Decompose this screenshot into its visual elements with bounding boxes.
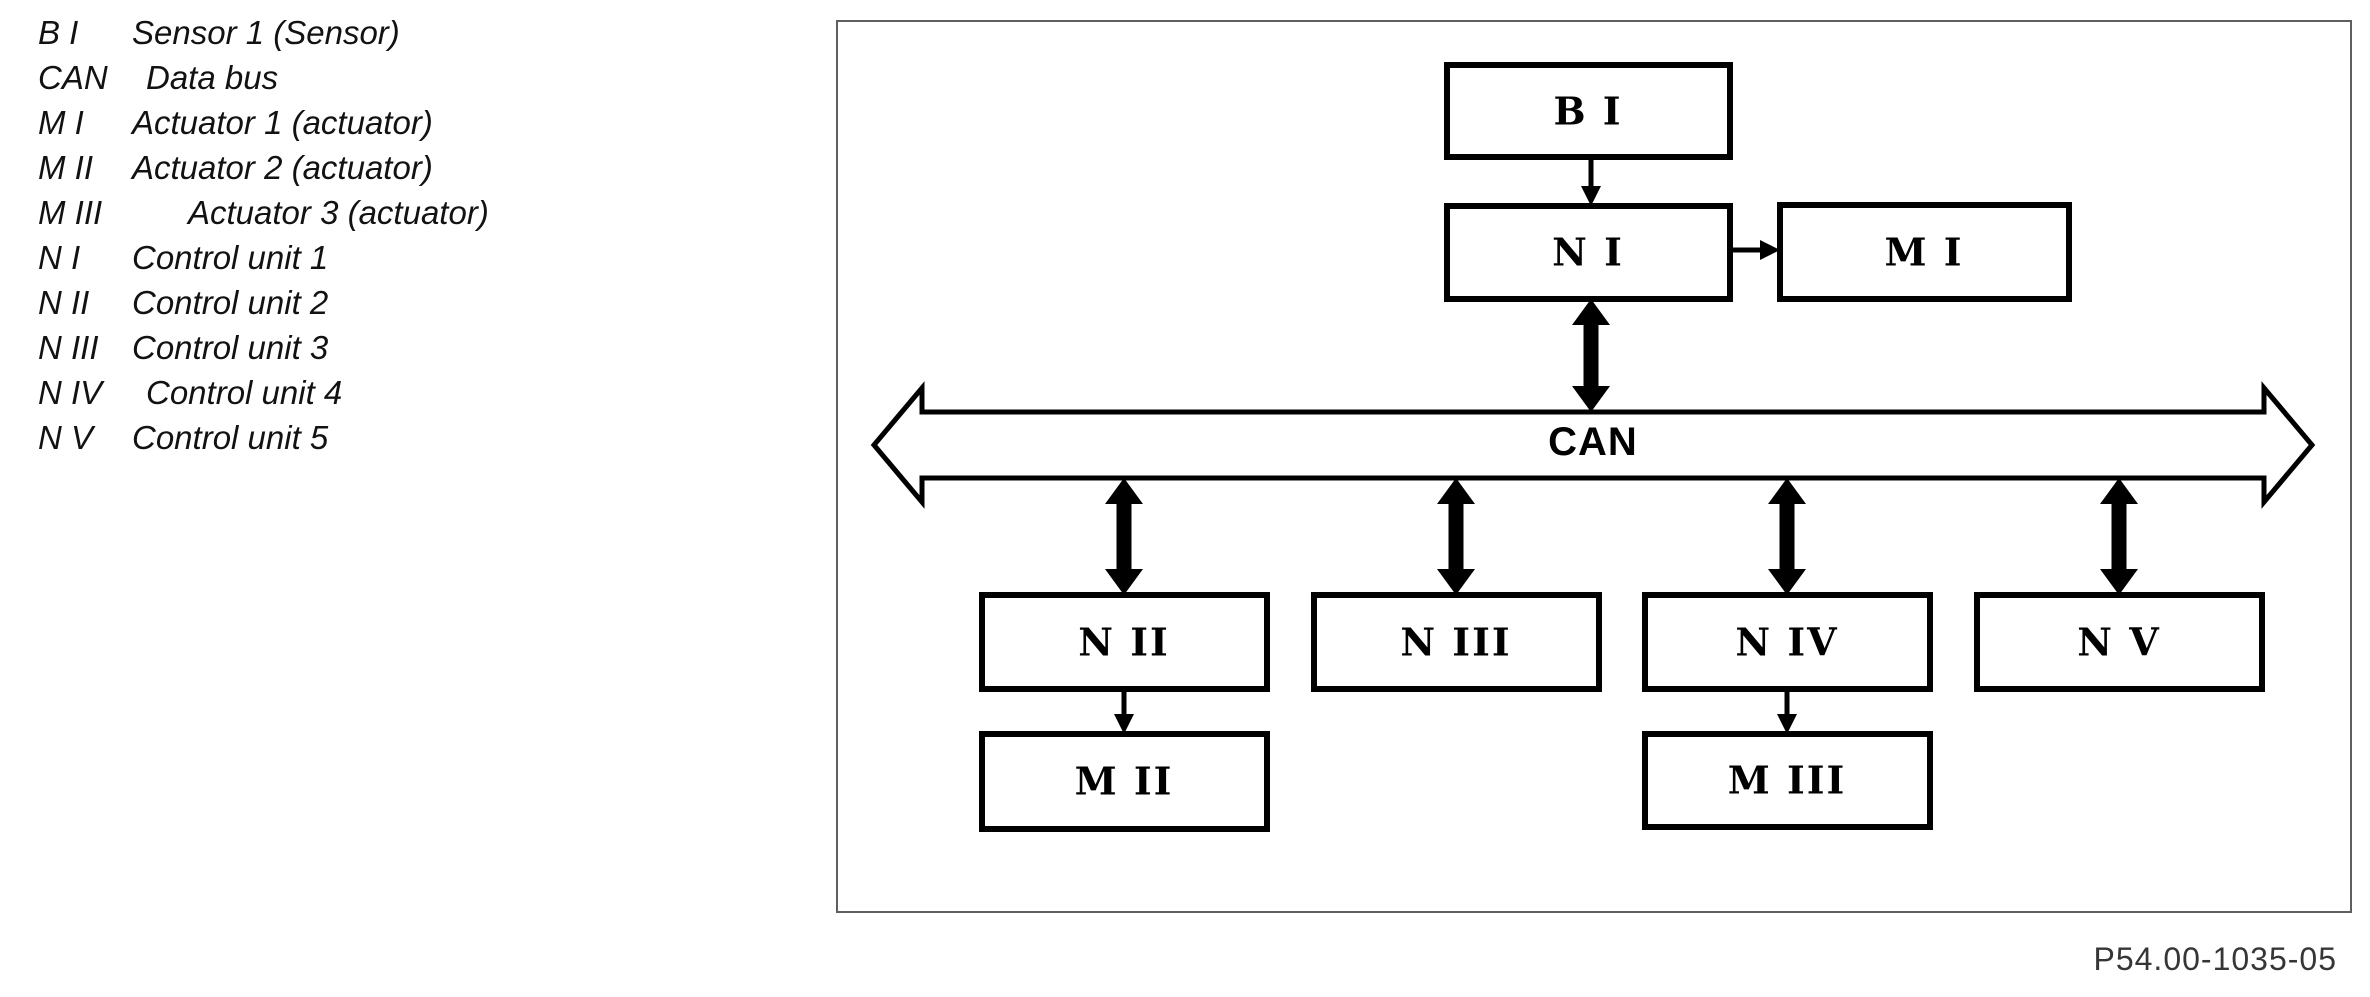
legend-desc: Actuator 1 (actuator): [132, 104, 433, 141]
diagram-frame: CAN B I N I M I N II N III N IV: [836, 20, 2352, 913]
node-box-m1: [1777, 202, 2072, 302]
legend-desc: Control unit 5: [132, 419, 329, 456]
node-box-n5: [1974, 592, 2265, 692]
legend-key: M III: [38, 194, 103, 231]
legend-desc: Control unit 1: [132, 239, 329, 276]
legend-key: N I: [38, 239, 81, 276]
node-box-n1: [1444, 203, 1733, 302]
node-label-n5: N V: [2077, 620, 2160, 665]
arrow-can-n4: [1768, 478, 1806, 595]
figure-number: P54.00-1035-05: [2093, 941, 2337, 977]
node-label-n2: N II: [1078, 620, 1170, 665]
legend-row: B I Sensor 1 (Sensor): [38, 10, 489, 55]
node-box-n4: [1642, 592, 1933, 692]
can-bus-label: CAN: [1548, 420, 1638, 464]
node-label-n3: N III: [1400, 620, 1511, 665]
legend-desc: Sensor 1 (Sensor): [132, 14, 400, 51]
legend-desc: Control unit 2: [132, 284, 329, 321]
legend-desc: Actuator 2 (actuator): [132, 149, 433, 186]
arrow-can-n3: [1437, 478, 1475, 595]
legend-row: N V Control unit 5: [38, 415, 489, 460]
node-label-m3: M III: [1728, 758, 1847, 803]
legend-row: M II Actuator 2 (actuator): [38, 145, 489, 190]
node-box-b1: [1444, 62, 1733, 160]
node-label-n4: N IV: [1735, 620, 1838, 665]
node-label-n1: N I: [1552, 230, 1624, 275]
node-box-m3: [1642, 731, 1933, 830]
node-label-b1: B I: [1553, 89, 1622, 134]
arrow-can-n5: [2100, 478, 2138, 595]
legend-row: N III Control unit 3: [38, 325, 489, 370]
legend-desc: Control unit 4: [146, 374, 343, 411]
legend-row: N II Control unit 2: [38, 280, 489, 325]
legend-row: M I Actuator 1 (actuator): [38, 100, 489, 145]
legend-key: CAN: [38, 59, 108, 96]
arrow-n4-m3-head: [1777, 714, 1797, 734]
arrow-can-n2: [1105, 478, 1143, 595]
legend-row: CAN Data bus: [38, 55, 489, 100]
legend-key: B I: [38, 14, 79, 51]
node-label-m1: M I: [1884, 230, 1963, 275]
arrow-n1-m1-head: [1760, 240, 1780, 260]
legend-key: N V: [38, 419, 94, 456]
node-label-m2: M II: [1075, 759, 1174, 804]
legend-row: N I Control unit 1: [38, 235, 489, 280]
arrow-n1-can: [1572, 299, 1610, 412]
node-box-n2: [979, 592, 1270, 692]
node-box-m2: [979, 731, 1270, 832]
legend-key: N IV: [38, 374, 103, 411]
legend-key: N II: [38, 284, 90, 321]
legend-desc: Actuator 3 (actuator): [188, 194, 489, 231]
can-bus-arrow: [870, 381, 2316, 509]
legend-desc: Control unit 3: [132, 329, 329, 366]
legend-key: N III: [38, 329, 99, 366]
legend-key: M II: [38, 149, 93, 186]
arrow-n2-m2-head: [1114, 714, 1134, 734]
legend-row: N IV Control unit 4: [38, 370, 489, 415]
node-box-n3: [1311, 592, 1602, 692]
legend: B I Sensor 1 (Sensor) CAN Data bus M I Actu…: [38, 10, 489, 460]
arrow-b1-n1-head: [1581, 186, 1601, 206]
can-bus-diagram: CAN B I N I M I N II N III N IV: [870, 62, 2316, 832]
legend-desc: Data bus: [146, 59, 279, 96]
legend-key: M I: [38, 104, 84, 141]
legend-row: M III Actuator 3 (actuator): [38, 190, 489, 235]
